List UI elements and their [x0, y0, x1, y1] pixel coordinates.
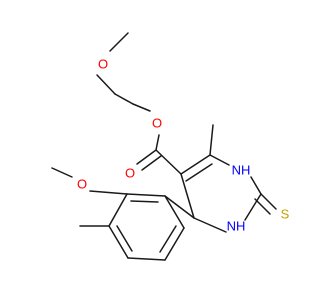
- bond-aryl-6: [164, 195, 185, 229]
- bond-aryl-5: [164, 227, 185, 261]
- thione-sulfur-label: S: [281, 207, 290, 222]
- bond-aryl-3-inner: [116, 225, 133, 252]
- bond-methyl-ether: [109, 32, 129, 52]
- bond-c6-n1: [209, 154, 230, 166]
- bond-n1-c2: [250, 176, 262, 195]
- bond-aryl-5-inner: [159, 225, 177, 253]
- ring-nh-bottom-label: NH: [227, 219, 246, 234]
- bond-ch2-ch2: [114, 93, 134, 105]
- bond-aryl-1-inner: [130, 200, 159, 203]
- bond-aryl-methoxy-o: [89, 190, 128, 195]
- ring-nh-top-label: NH: [232, 163, 251, 178]
- bond-ether-ch2: [96, 74, 116, 95]
- bond-c2-s-double-a: [260, 193, 277, 210]
- methoxy-oxygen-label: O: [77, 177, 87, 192]
- bond-aryl-2: [108, 193, 128, 227]
- bond-lines: [51, 32, 277, 261]
- bond-c2-s-double-b: [254, 198, 271, 215]
- bond-methoxy-o-methyl: [51, 167, 73, 178]
- ether-oxygen-label: O: [98, 57, 108, 72]
- bond-c5-c6-double-b: [185, 163, 213, 182]
- bond-ch2-ester-o: [132, 103, 151, 112]
- bond-c5-c6-double-a: [180, 154, 211, 175]
- bond-ester-o-carbonyl: [155, 134, 160, 151]
- bond-aryl-1: [126, 193, 166, 197]
- bond-c4-c5: [180, 173, 195, 219]
- bond-aryl-4: [127, 257, 166, 261]
- bond-carbonyl-double-a: [136, 149, 157, 165]
- bond-c4-aryl: [164, 195, 195, 219]
- carbonyl-oxygen-label: O: [125, 166, 135, 181]
- bond-carbonyl-double-b: [141, 155, 162, 171]
- bond-carbonyl-c5: [155, 149, 182, 175]
- bond-c2-n3: [244, 193, 262, 221]
- bond-n3-c4: [193, 217, 227, 233]
- molecule-structure: O O O NH NH S O: [51, 32, 290, 261]
- atom-labels: O O O NH NH S O: [77, 57, 290, 234]
- bond-aryl-3: [108, 225, 129, 259]
- ester-oxygen-label: O: [152, 116, 162, 131]
- bond-c6-methyl: [209, 124, 214, 156]
